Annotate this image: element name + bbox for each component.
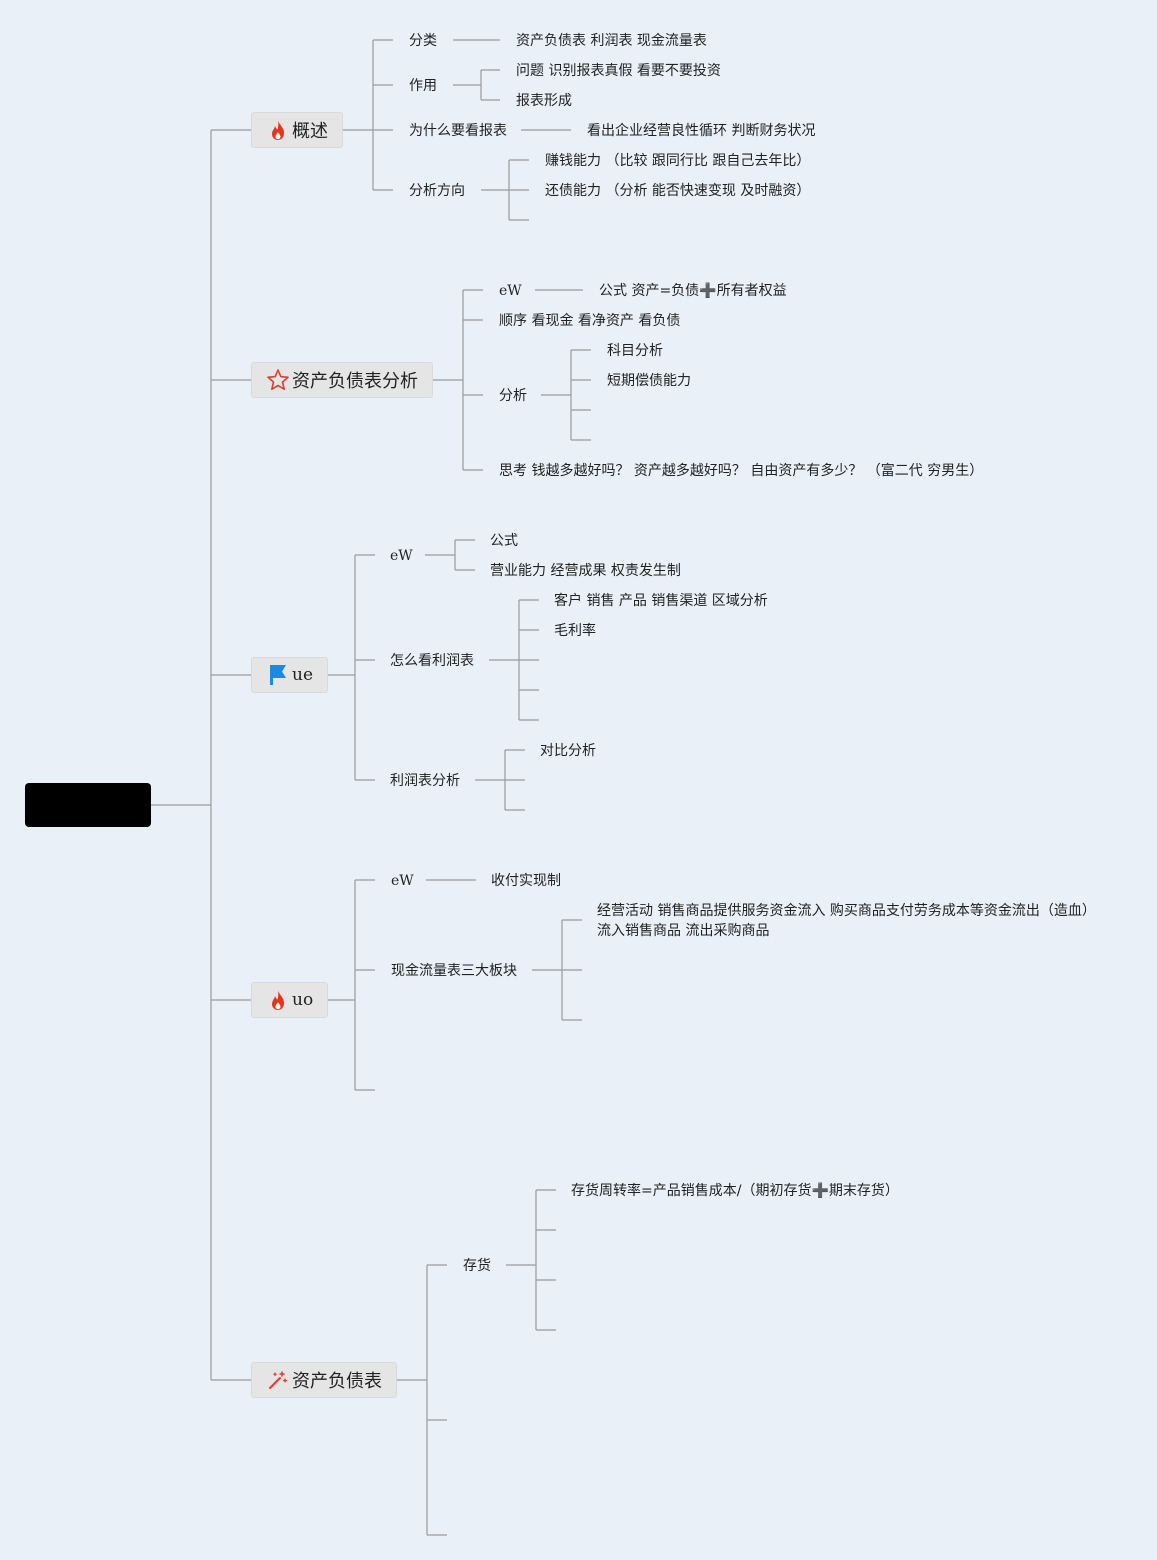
balance-analysis-shortterm[interactable]: 短期偿债能力	[607, 373, 691, 389]
balance-analysis-formula[interactable]: 公式 资产=负债➕所有者权益	[599, 283, 787, 299]
topic-balance-analysis[interactable]: 资产负债表分析	[251, 362, 433, 398]
overview-why[interactable]: 为什么要看报表	[409, 123, 507, 139]
income-capacity[interactable]: 营业能力 经营成果 权责发生制	[490, 563, 681, 579]
root-node[interactable]	[25, 783, 151, 827]
overview-why-value[interactable]: 看出企业经营良性循环 判断财务状况	[587, 123, 816, 139]
topic-cashflow-label: uo	[292, 990, 314, 1010]
income-customer[interactable]: 客户 销售 产品 销售渠道 区域分析	[554, 593, 768, 609]
fire-icon	[266, 118, 290, 142]
overview-direction[interactable]: 分析方向	[409, 183, 465, 199]
income-formula[interactable]: 公式	[490, 533, 518, 549]
topic-overview[interactable]: 概述	[251, 112, 343, 148]
star-icon	[266, 368, 290, 392]
overview-purpose-a[interactable]: 问题 识别报表真假 看要不要投资	[516, 63, 721, 79]
topic-income[interactable]: ue	[251, 657, 329, 693]
income-ew[interactable]: eW	[390, 548, 413, 564]
balance-analysis-order[interactable]: 顺序 看现金 看净资产 看负债	[499, 313, 681, 329]
balance-analysis-think[interactable]: 思考 钱越多越好吗？ 资产越多越好吗？ 自由资产有多少？ （富二代 穷男生）	[499, 463, 984, 479]
overview-category-value[interactable]: 资产负债表 利润表 现金流量表	[516, 33, 707, 49]
income-margin[interactable]: 毛利率	[554, 623, 596, 639]
balance-analysis-subject[interactable]: 科目分析	[607, 343, 663, 359]
topic-balance-sheet-label: 资产负债表	[292, 1371, 382, 1392]
fire-icon	[266, 988, 290, 1012]
balance-analysis-analysis[interactable]: 分析	[499, 388, 527, 404]
income-analysis[interactable]: 利润表分析	[390, 773, 460, 789]
flag-icon	[266, 663, 290, 687]
cashflow-three[interactable]: 现金流量表三大板块	[391, 963, 517, 979]
topic-cashflow[interactable]: uo	[251, 982, 329, 1018]
topic-balance-sheet[interactable]: 资产负债表	[251, 1362, 397, 1398]
income-compare[interactable]: 对比分析	[540, 743, 596, 759]
overview-purpose-b[interactable]: 报表形成	[516, 93, 572, 109]
balance-sheet-turnover[interactable]: 存货周转率=产品销售成本/（期初存货➕期末存货）	[571, 1183, 899, 1199]
magic-wand-icon	[266, 1368, 290, 1392]
cashflow-ops-line2[interactable]: 流入销售商品 流出采购商品	[597, 923, 770, 939]
cashflow-basis[interactable]: 收付实现制	[491, 873, 561, 889]
topic-overview-label: 概述	[292, 121, 328, 142]
topic-balance-analysis-label: 资产负债表分析	[292, 371, 418, 392]
income-how[interactable]: 怎么看利润表	[390, 653, 474, 669]
overview-direction-b[interactable]: 还债能力 （分析 能否快速变现 及时融资）	[545, 183, 811, 199]
overview-category[interactable]: 分类	[409, 33, 437, 49]
overview-purpose[interactable]: 作用	[409, 78, 437, 94]
balance-analysis-ew[interactable]: eW	[499, 283, 522, 299]
topic-income-label: ue	[292, 665, 314, 685]
overview-direction-a[interactable]: 赚钱能力 （比较 跟同行比 跟自己去年比）	[545, 153, 811, 169]
cashflow-ops-line1[interactable]: 经营活动 销售商品提供服务资金流入 购买商品支付劳务成本等资金流出（造血）	[597, 903, 1096, 919]
cashflow-ew[interactable]: eW	[391, 873, 414, 889]
balance-sheet-inventory[interactable]: 存货	[463, 1258, 491, 1274]
